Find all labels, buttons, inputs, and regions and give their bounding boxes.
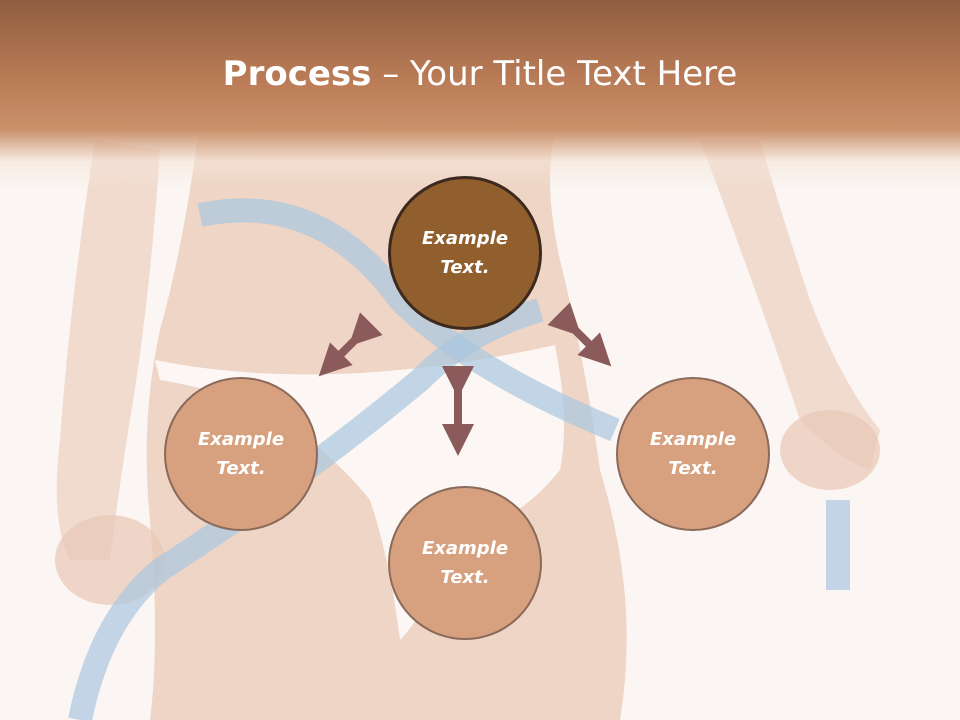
node-label-top: Example Text. <box>421 228 509 278</box>
node-label-right: Example Text. <box>649 429 737 479</box>
slide-title: Process – Your Title Text Here <box>0 52 960 96</box>
process-node-left: Example Text. <box>164 377 318 531</box>
title-rest: Your Title Text Here <box>410 54 738 94</box>
process-node-right: Example Text. <box>616 377 770 531</box>
title-bar <box>0 0 960 190</box>
process-node-top: Example Text. <box>388 176 542 330</box>
process-node-bottom: Example Text. <box>388 486 542 640</box>
arrow-top-right <box>547 302 612 367</box>
title-dash: – <box>371 54 411 94</box>
arrow-top-left <box>318 312 383 377</box>
title-bold: Process <box>222 54 372 94</box>
node-label-bottom: Example Text. <box>421 538 509 588</box>
node-label-left: Example Text. <box>197 429 285 479</box>
